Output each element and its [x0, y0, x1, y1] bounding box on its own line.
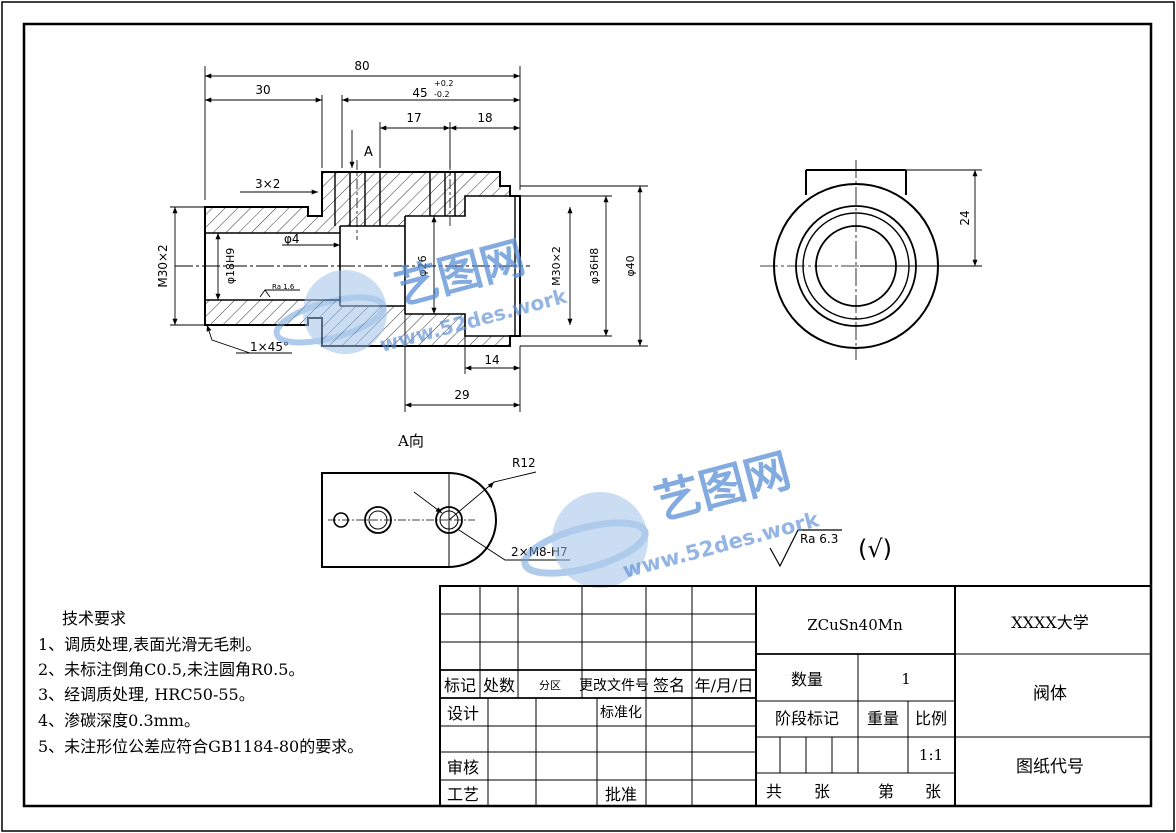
- dim-overall-length: 80: [354, 59, 369, 73]
- tb-qty-value: 1: [901, 670, 911, 688]
- tb-part-name: 阀体: [1033, 684, 1067, 704]
- dim-tolerance-upper: +0.2: [434, 79, 453, 88]
- tb-stage-mark: 阶段标记: [775, 709, 839, 728]
- tb-zone: 分区: [539, 679, 561, 692]
- grooves: [334, 172, 516, 336]
- dim-thread-right: M30×2: [550, 246, 563, 286]
- dim-radius-12: R12: [512, 456, 536, 470]
- tb-scale-label: 比例: [915, 709, 947, 728]
- tb-design: 设计: [447, 704, 479, 723]
- tech-req-item: 1、调质处理,表面光滑无毛刺。: [38, 635, 261, 654]
- watermark-2: [521, 492, 649, 588]
- dim-bore-26: φ26: [416, 255, 429, 276]
- tb-review: 审核: [447, 758, 479, 777]
- tb-weight: 重量: [867, 709, 899, 728]
- tb-material: ZCuSn40Mn: [807, 616, 903, 634]
- tech-req-item: 3、经调质处理, HRC50-55。: [38, 685, 255, 704]
- tb-date: 年/月/日: [695, 676, 754, 695]
- tb-scale-value: 1:1: [919, 746, 943, 764]
- dim-29: 29: [454, 388, 469, 402]
- tech-req-item: 5、未注形位公差应符合GB1184-80的要求。: [38, 737, 363, 756]
- tb-total: 共: [766, 782, 782, 801]
- dim-17: 17: [406, 111, 421, 125]
- side-view: [760, 160, 982, 360]
- tb-nth: 第: [878, 782, 894, 801]
- tb-count: 处数: [483, 676, 515, 695]
- tb-process: 工艺: [447, 785, 479, 804]
- tb-sheet: 张: [814, 782, 830, 801]
- tech-requirements: 技术要求 1、调质处理,表面光滑无毛刺。 2、未标注倒角C0.5,未注圆角R0.…: [38, 609, 363, 756]
- tech-req-item: 4、渗碳深度0.3mm。: [38, 711, 200, 730]
- tech-req-item: 2、未标注倒角C0.5,未注圆角R0.5。: [38, 660, 304, 679]
- view-a-arrow-label: A: [364, 145, 373, 160]
- front-section-view: 80 30 45 +0.2 -0.2 17 18 A 3×2 φ4 M30×2 …: [156, 59, 648, 412]
- tb-drawing-code: 图纸代号: [1016, 757, 1084, 777]
- dim-hole-small: φ4: [284, 232, 300, 246]
- dim-chamfer-groove: 3×2: [255, 177, 280, 191]
- watermark-1: [273, 270, 387, 354]
- tb-sign: 签名: [653, 676, 685, 695]
- dim-bore-18: φ18H9: [224, 248, 237, 285]
- title-block-text: 标记 处数 分区 更改文件号 签名 年/月/日 设计 标准化 审核 工艺 批准 …: [444, 613, 1089, 804]
- dim-right-length: 45: [412, 86, 427, 100]
- tb-qty-label: 数量: [791, 670, 823, 689]
- dim-14: 14: [484, 353, 499, 367]
- surface-roughness: Ra 6.3: [800, 532, 838, 546]
- tb-doc: 更改文件号: [579, 678, 649, 694]
- dim-chamfer-45: 1×45°: [250, 340, 289, 354]
- tb-standardize: 标准化: [600, 705, 642, 721]
- title-block: [439, 585, 1152, 807]
- dim-18: 18: [477, 111, 492, 125]
- a-view: [321, 471, 570, 568]
- dim-height-24: 24: [958, 210, 972, 225]
- tb-school: XXXX大学: [1011, 613, 1089, 632]
- surface-roughness-note: (√): [858, 535, 892, 563]
- tb-sheet-2: 张: [925, 782, 941, 801]
- dim-thread-outer: M30×2: [156, 244, 170, 287]
- dim-bore-36: φ36H8: [588, 248, 601, 285]
- dim-left-length: 30: [255, 83, 270, 97]
- tb-mark: 标记: [444, 676, 476, 695]
- watermark-url-2: www.52des.work: [620, 507, 822, 583]
- roughness-symbol: [769, 529, 842, 568]
- tech-req-title: 技术要求: [62, 609, 126, 628]
- view-a-title: A向: [397, 432, 424, 450]
- section-hatch-top: [205, 172, 510, 233]
- roughness-small: Ra 1.6: [272, 283, 295, 291]
- dim-tolerance-lower: -0.2: [434, 90, 450, 99]
- dim-dia-40: φ40: [624, 255, 637, 276]
- tb-approve: 批准: [605, 785, 637, 804]
